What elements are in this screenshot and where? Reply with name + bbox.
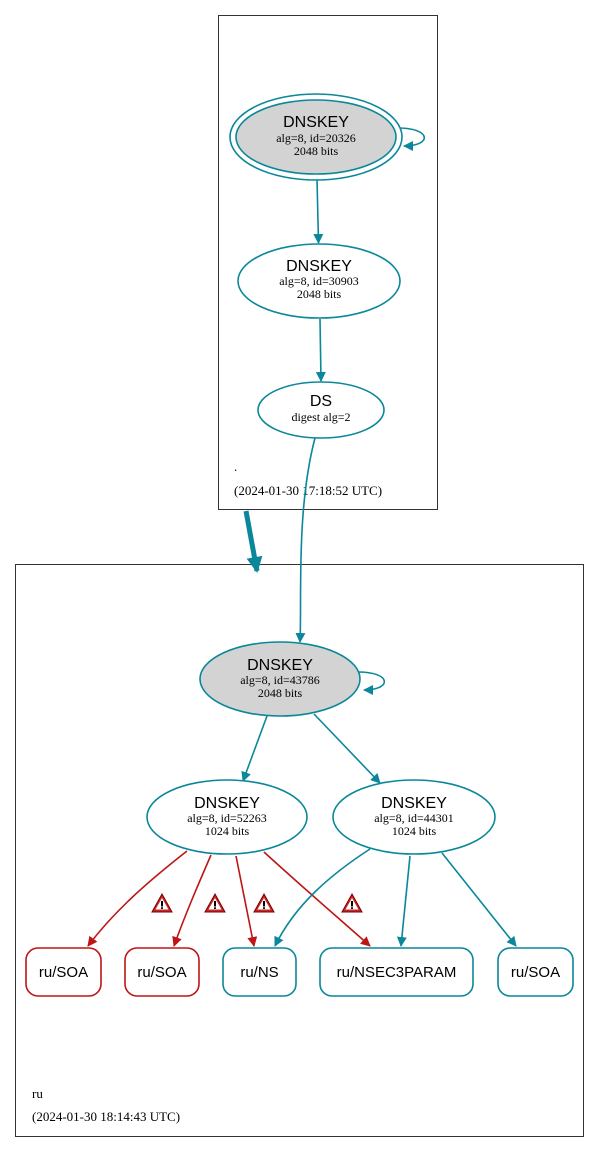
node-detail: alg=8, id=44301 xyxy=(374,811,454,825)
delegation-arrow xyxy=(243,510,263,573)
node-detail: alg=8, id=20326 xyxy=(276,131,356,145)
node-type: DNSKEY xyxy=(247,657,313,674)
node-type: DNSKEY xyxy=(194,795,260,812)
zsk-a-to-nsec3param-edge xyxy=(263,851,371,947)
zsk-a-to-soa-2-edge xyxy=(172,854,212,947)
rrset-label: ru/NSEC3PARAM xyxy=(337,964,457,981)
node-detail: digest alg=2 xyxy=(291,410,350,424)
rrset-label: ru/NS xyxy=(240,964,278,981)
root-zsk-to-ds-edge xyxy=(315,318,326,382)
ru-ksk-node[interactable]: DNSKEY alg=8, id=43786 2048 bits xyxy=(199,641,361,717)
ru-zone-name: ru xyxy=(32,1086,43,1101)
rrset-nsec3param[interactable]: ru/NSEC3PARAM xyxy=(319,947,474,997)
rrset-ns[interactable]: ru/NS xyxy=(222,947,297,997)
node-detail: alg=8, id=43786 xyxy=(240,673,320,687)
node-type: DNSKEY xyxy=(283,114,349,131)
zsk-b-to-ns-edge xyxy=(274,848,371,947)
ru-ksk-to-zsk-a-edge xyxy=(241,715,268,782)
node-detail: alg=8, id=52263 xyxy=(187,811,267,825)
root-ksk-node[interactable]: DNSKEY alg=8, id=20326 2048 bits xyxy=(229,93,403,181)
rrset-soa-secure[interactable]: ru/SOA xyxy=(497,947,574,997)
rrset-soa-bogus-1[interactable]: ru/SOA xyxy=(25,947,102,997)
node-size: 1024 bits xyxy=(392,824,437,838)
ru-zsk-52263-node[interactable]: DNSKEY alg=8, id=52263 1024 bits xyxy=(146,779,308,855)
node-type: DS xyxy=(310,393,332,410)
node-size: 1024 bits xyxy=(205,824,250,838)
node-size: 2048 bits xyxy=(258,686,303,700)
node-size: 2048 bits xyxy=(294,144,339,158)
ru-ksk-to-zsk-b-edge xyxy=(313,713,381,784)
node-size: 2048 bits xyxy=(297,287,342,301)
ru-zone: ru (2024-01-30 18:14:43 UTC) xyxy=(15,564,584,1137)
rrset-label: ru/SOA xyxy=(39,964,88,981)
zsk-a-to-soa-1-edge xyxy=(87,850,188,947)
ru-zone-timestamp: (2024-01-30 18:14:43 UTC) xyxy=(32,1109,180,1124)
ds-node[interactable]: DS digest alg=2 xyxy=(257,381,385,439)
ru-zsk-44301-node[interactable]: DNSKEY alg=8, id=44301 1024 bits xyxy=(332,779,496,855)
zsk-b-to-nsec3param-edge xyxy=(396,855,411,947)
rrset-label: ru/SOA xyxy=(137,964,186,981)
node-detail: alg=8, id=30903 xyxy=(279,274,359,288)
node-type: DNSKEY xyxy=(286,258,352,275)
rrset-label: ru/SOA xyxy=(511,964,560,981)
zsk-b-to-soa-3-edge xyxy=(441,852,517,947)
root-zsk-node[interactable]: DNSKEY alg=8, id=30903 2048 bits xyxy=(237,243,401,319)
rrset-soa-bogus-2[interactable]: ru/SOA xyxy=(124,947,200,997)
zsk-a-to-ns-edge xyxy=(235,855,258,947)
ru-ksk-self-loop xyxy=(357,671,386,695)
root-zone-timestamp: (2024-01-30 17:18:52 UTC) xyxy=(234,483,382,498)
node-type: DNSKEY xyxy=(381,795,447,812)
root-ksk-self-loop xyxy=(397,127,426,151)
root-ksk-to-zsk-edge xyxy=(313,178,324,244)
ds-to-ru-ksk-edge xyxy=(295,437,316,643)
root-zone-name: . xyxy=(234,459,237,474)
